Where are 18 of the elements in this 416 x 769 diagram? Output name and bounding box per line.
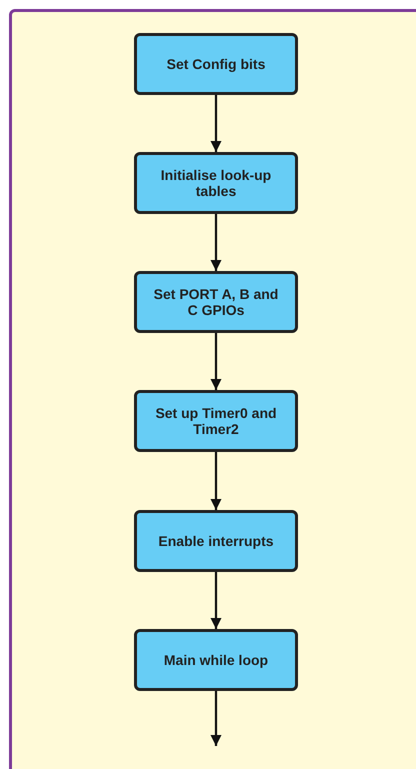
process-box — [134, 271, 298, 333]
step-label: Enable interrupts — [158, 532, 274, 550]
arrow — [210, 691, 222, 746]
arrow — [210, 95, 222, 152]
step-label: Initialise look-up tables — [160, 166, 272, 200]
process-box — [134, 152, 298, 214]
step-label: Set Config bits — [166, 56, 266, 72]
step-label: Main while loop — [164, 652, 268, 668]
process-box — [134, 510, 298, 572]
step-label: Set up Timer0 and Timer2 — [154, 404, 278, 438]
process-box — [134, 629, 298, 691]
arrow — [210, 214, 222, 271]
process-box — [134, 33, 298, 95]
process-box — [134, 390, 298, 452]
arrow — [210, 333, 222, 390]
arrow — [210, 452, 222, 510]
arrow — [210, 572, 222, 629]
step-label: Set PORT A, B and C GPIOs — [152, 286, 280, 318]
